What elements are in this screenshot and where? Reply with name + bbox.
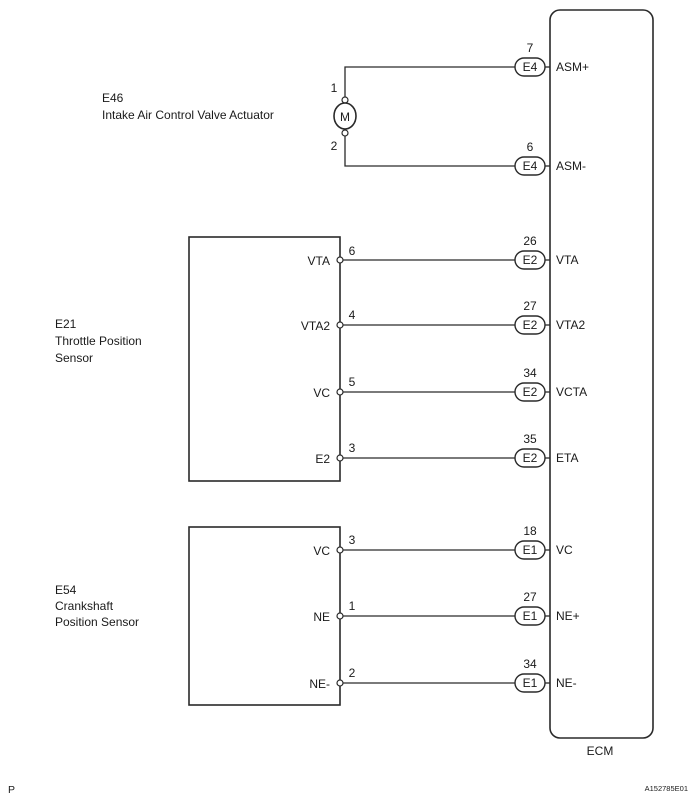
ecm-pin-number: 34 xyxy=(523,657,537,671)
connector-capsule xyxy=(514,382,546,402)
connector-code: E1 xyxy=(523,676,538,690)
ckp-name-line2: Position Sensor xyxy=(55,615,139,629)
device-terminal-label: E2 xyxy=(315,452,330,466)
tps-pin-vc xyxy=(336,388,344,396)
connector-code: E1 xyxy=(523,543,538,557)
actuator-name: Intake Air Control Valve Actuator xyxy=(102,108,274,122)
actuator-wire-top xyxy=(344,66,517,96)
ecm-pin-number: 6 xyxy=(527,140,534,154)
ecm-connector-row: E2 27 VTA2 xyxy=(514,299,585,335)
device-terminal-label: NE- xyxy=(309,677,330,691)
device-pin-number: 1 xyxy=(349,599,356,613)
connector-capsule xyxy=(514,156,546,176)
connector-code: E1 xyxy=(523,609,538,623)
device-pin-number: 3 xyxy=(349,533,356,547)
ckp-code: E54 xyxy=(55,583,77,597)
tps-pin-vta2 xyxy=(336,321,344,329)
sensor-wires xyxy=(343,259,517,684)
device-pin-number: 4 xyxy=(349,308,356,322)
tps-name-line1: Throttle Position xyxy=(55,334,142,348)
ecm-terminal-label: ASM+ xyxy=(556,60,589,74)
tps-box xyxy=(188,236,341,482)
motor-symbol: M xyxy=(340,110,350,124)
connector-code: E2 xyxy=(523,385,538,399)
connector-capsule xyxy=(514,673,546,693)
ecm-pin-number: 26 xyxy=(523,234,537,248)
ecm-connector-row: E1 18 VC xyxy=(514,524,573,560)
ecm-terminal-label: ASM- xyxy=(556,159,586,173)
ecm-terminal-label: VC xyxy=(556,543,573,557)
ecm-terminal-label: VCTA xyxy=(556,385,587,399)
connector-code: E2 xyxy=(523,318,538,332)
connector-capsule xyxy=(514,606,546,626)
device-terminal-label: VTA xyxy=(308,254,330,268)
corner-label: P xyxy=(8,784,15,796)
figure-id: A152785E01 xyxy=(645,784,688,793)
device-pin-number: 2 xyxy=(349,666,356,680)
ckp-name-line1: Crankshaft xyxy=(55,599,114,613)
ecm-terminal-label: ETA xyxy=(556,451,578,465)
device-terminal-label: VC xyxy=(313,386,330,400)
ecm-terminal-label: NE+ xyxy=(556,609,580,623)
connector-code: E4 xyxy=(523,159,538,173)
connector-code: E2 xyxy=(523,451,538,465)
ecm-connector-row: E2 26 VTA xyxy=(514,234,578,270)
actuator-wire-bottom xyxy=(344,137,517,167)
ecm-connector-row: E2 35 ETA xyxy=(514,432,578,468)
ecm-block xyxy=(549,9,654,739)
connector-code: E2 xyxy=(523,253,538,267)
motor-pin-top-marker xyxy=(341,96,349,104)
device-terminal-label: VTA2 xyxy=(301,319,330,333)
actuator-code: E46 xyxy=(102,91,124,105)
connector-capsule xyxy=(514,57,546,77)
ecm-pin-number: 27 xyxy=(523,299,537,313)
actuator-motor: M xyxy=(333,66,517,167)
ecm-pin-number: 18 xyxy=(523,524,537,538)
device-pin-number: 5 xyxy=(349,375,356,389)
device-terminal-label: NE xyxy=(313,610,330,624)
ckp-pin-ne-minus xyxy=(336,679,344,687)
ecm-pin-number: 7 xyxy=(527,41,534,55)
tps-pin-vta xyxy=(336,256,344,264)
ecm-pin-number: 35 xyxy=(523,432,537,446)
actuator-pin-bottom-label: 2 xyxy=(331,139,338,153)
ecm-terminal-label: VTA xyxy=(556,253,578,267)
ecm-terminal-label: VTA2 xyxy=(556,318,585,332)
tps-pin-e2 xyxy=(336,454,344,462)
ecm-connector-row: E1 27 NE+ xyxy=(514,590,580,626)
ecm-label: ECM xyxy=(587,744,614,758)
tps-name-line2: Sensor xyxy=(55,351,93,365)
ecm-pin-number: 34 xyxy=(523,366,537,380)
connector-code: E4 xyxy=(523,60,538,74)
motor-pin-bottom-marker xyxy=(341,129,349,137)
ecm-connector-row: E4 7 ASM+ xyxy=(514,41,589,77)
motor-icon xyxy=(333,102,357,130)
connector-capsule xyxy=(514,315,546,335)
tps-code: E21 xyxy=(55,317,77,331)
ecm-pin-number: 27 xyxy=(523,590,537,604)
connector-capsule xyxy=(514,540,546,560)
device-pin-number: 6 xyxy=(349,244,356,258)
ecm-connector-row: E1 34 NE- xyxy=(514,657,577,693)
ecm-connector-row: E4 6 ASM- xyxy=(514,140,586,176)
ckp-pin-vc xyxy=(336,546,344,554)
connector-capsule xyxy=(514,448,546,468)
ckp-pin-ne xyxy=(336,612,344,620)
device-pin-number: 3 xyxy=(349,441,356,455)
device-terminal-label: VC xyxy=(313,544,330,558)
ckp-box xyxy=(188,526,341,706)
actuator-pin-top-label: 1 xyxy=(331,81,338,95)
ecm-connector-row: E2 34 VCTA xyxy=(514,366,587,402)
sensor-pins xyxy=(336,256,344,687)
ecm-terminal-label: NE- xyxy=(556,676,577,690)
connector-capsule xyxy=(514,250,546,270)
